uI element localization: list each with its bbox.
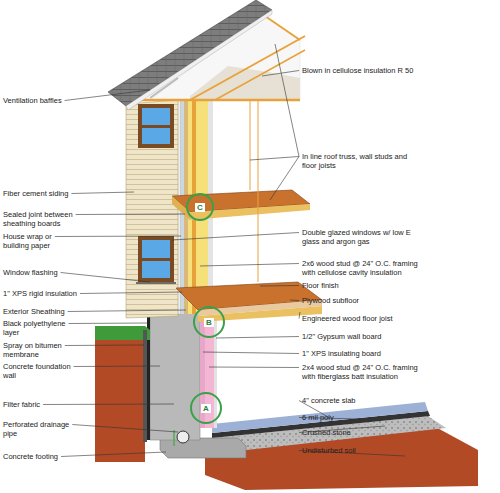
part-label: 6 mil poly xyxy=(302,413,334,422)
part-label: Sealed joint between sheathing boards xyxy=(3,210,83,228)
leader-line xyxy=(65,345,144,347)
leader-line xyxy=(250,157,299,161)
leader-line xyxy=(262,71,299,77)
gypsum xyxy=(214,318,217,428)
part-label: 1/2" Gypsum wall board xyxy=(302,332,381,341)
part-label: Concrete foundation wall xyxy=(3,362,75,380)
part-label: Blown in cellulose insulation R 50 xyxy=(302,66,413,75)
callout-circle: C xyxy=(186,193,214,221)
roof xyxy=(108,0,272,106)
bitumen xyxy=(143,330,147,442)
leader-line xyxy=(200,264,299,267)
part-label: Filter fabric xyxy=(3,400,40,409)
part-label: Double glazed windows w/ low E glass and… xyxy=(302,228,427,246)
foundation-wall xyxy=(150,312,200,440)
leader-line xyxy=(203,352,299,354)
leader-line xyxy=(61,452,166,457)
part-label: Ventilation baffles xyxy=(3,96,62,105)
part-label: 1" XPS insulating board xyxy=(302,349,381,358)
part-label: Concrete footing xyxy=(3,452,58,461)
leader-line xyxy=(61,273,150,283)
part-label: 4" concrete slab xyxy=(302,396,356,405)
callout-letter: C xyxy=(195,203,205,212)
part-label: Undisturbed soil xyxy=(302,446,356,455)
leader-line xyxy=(275,44,299,157)
leader-line xyxy=(74,366,160,368)
leader-line xyxy=(76,214,185,216)
part-label: Fiber cement siding xyxy=(3,189,68,198)
part-label: Floor finish xyxy=(302,281,339,290)
leader-line xyxy=(72,425,178,433)
leader-line xyxy=(80,292,182,294)
part-label: Window flashing xyxy=(3,268,58,277)
part-label: In line roof truss, wall studs and floor… xyxy=(302,152,420,170)
leader-line xyxy=(270,157,299,201)
leader-line xyxy=(260,285,299,287)
part-label: House wrap or building paper xyxy=(3,232,55,250)
part-label: 2x4 wood stud @ 24" O.C. framing with fi… xyxy=(302,363,427,381)
leader-line xyxy=(69,323,148,325)
leader-line xyxy=(172,233,299,241)
grass xyxy=(95,326,150,340)
leader-line xyxy=(216,337,299,339)
part-label: 2x6 wood stud @ 24" O.C. framing with ce… xyxy=(302,259,427,277)
part-label: 1" XPS rigid insulation xyxy=(3,289,77,298)
drain-pipe xyxy=(177,431,189,443)
part-label: Black polyethylene layer xyxy=(3,319,73,337)
leader-line xyxy=(65,90,150,101)
window xyxy=(138,236,174,282)
callout-letter: B xyxy=(204,318,214,327)
footing xyxy=(160,438,246,458)
floor-joist xyxy=(190,204,310,220)
part-label: Engineered wood floor joist xyxy=(302,314,392,323)
callout-circle: B xyxy=(193,306,225,338)
siding xyxy=(126,100,178,318)
part-label: Crushed stone xyxy=(302,428,351,437)
part-label: Perforated drainage pipe xyxy=(3,420,75,438)
part-label: Plywood subfloor xyxy=(302,296,359,305)
window xyxy=(138,104,174,148)
leader-line xyxy=(290,300,299,302)
leader-line xyxy=(209,367,299,369)
part-label: Exterior Sheathing xyxy=(3,307,65,316)
callout-circle: A xyxy=(190,392,222,424)
leader-line xyxy=(71,192,134,194)
callout-letter: A xyxy=(201,404,211,413)
leader-line xyxy=(55,236,181,238)
leader-line xyxy=(43,404,174,406)
leader-line xyxy=(68,310,186,312)
leader-line xyxy=(299,312,300,319)
part-label: Spray on bitumen membrane xyxy=(3,341,68,359)
backfill xyxy=(95,326,145,462)
